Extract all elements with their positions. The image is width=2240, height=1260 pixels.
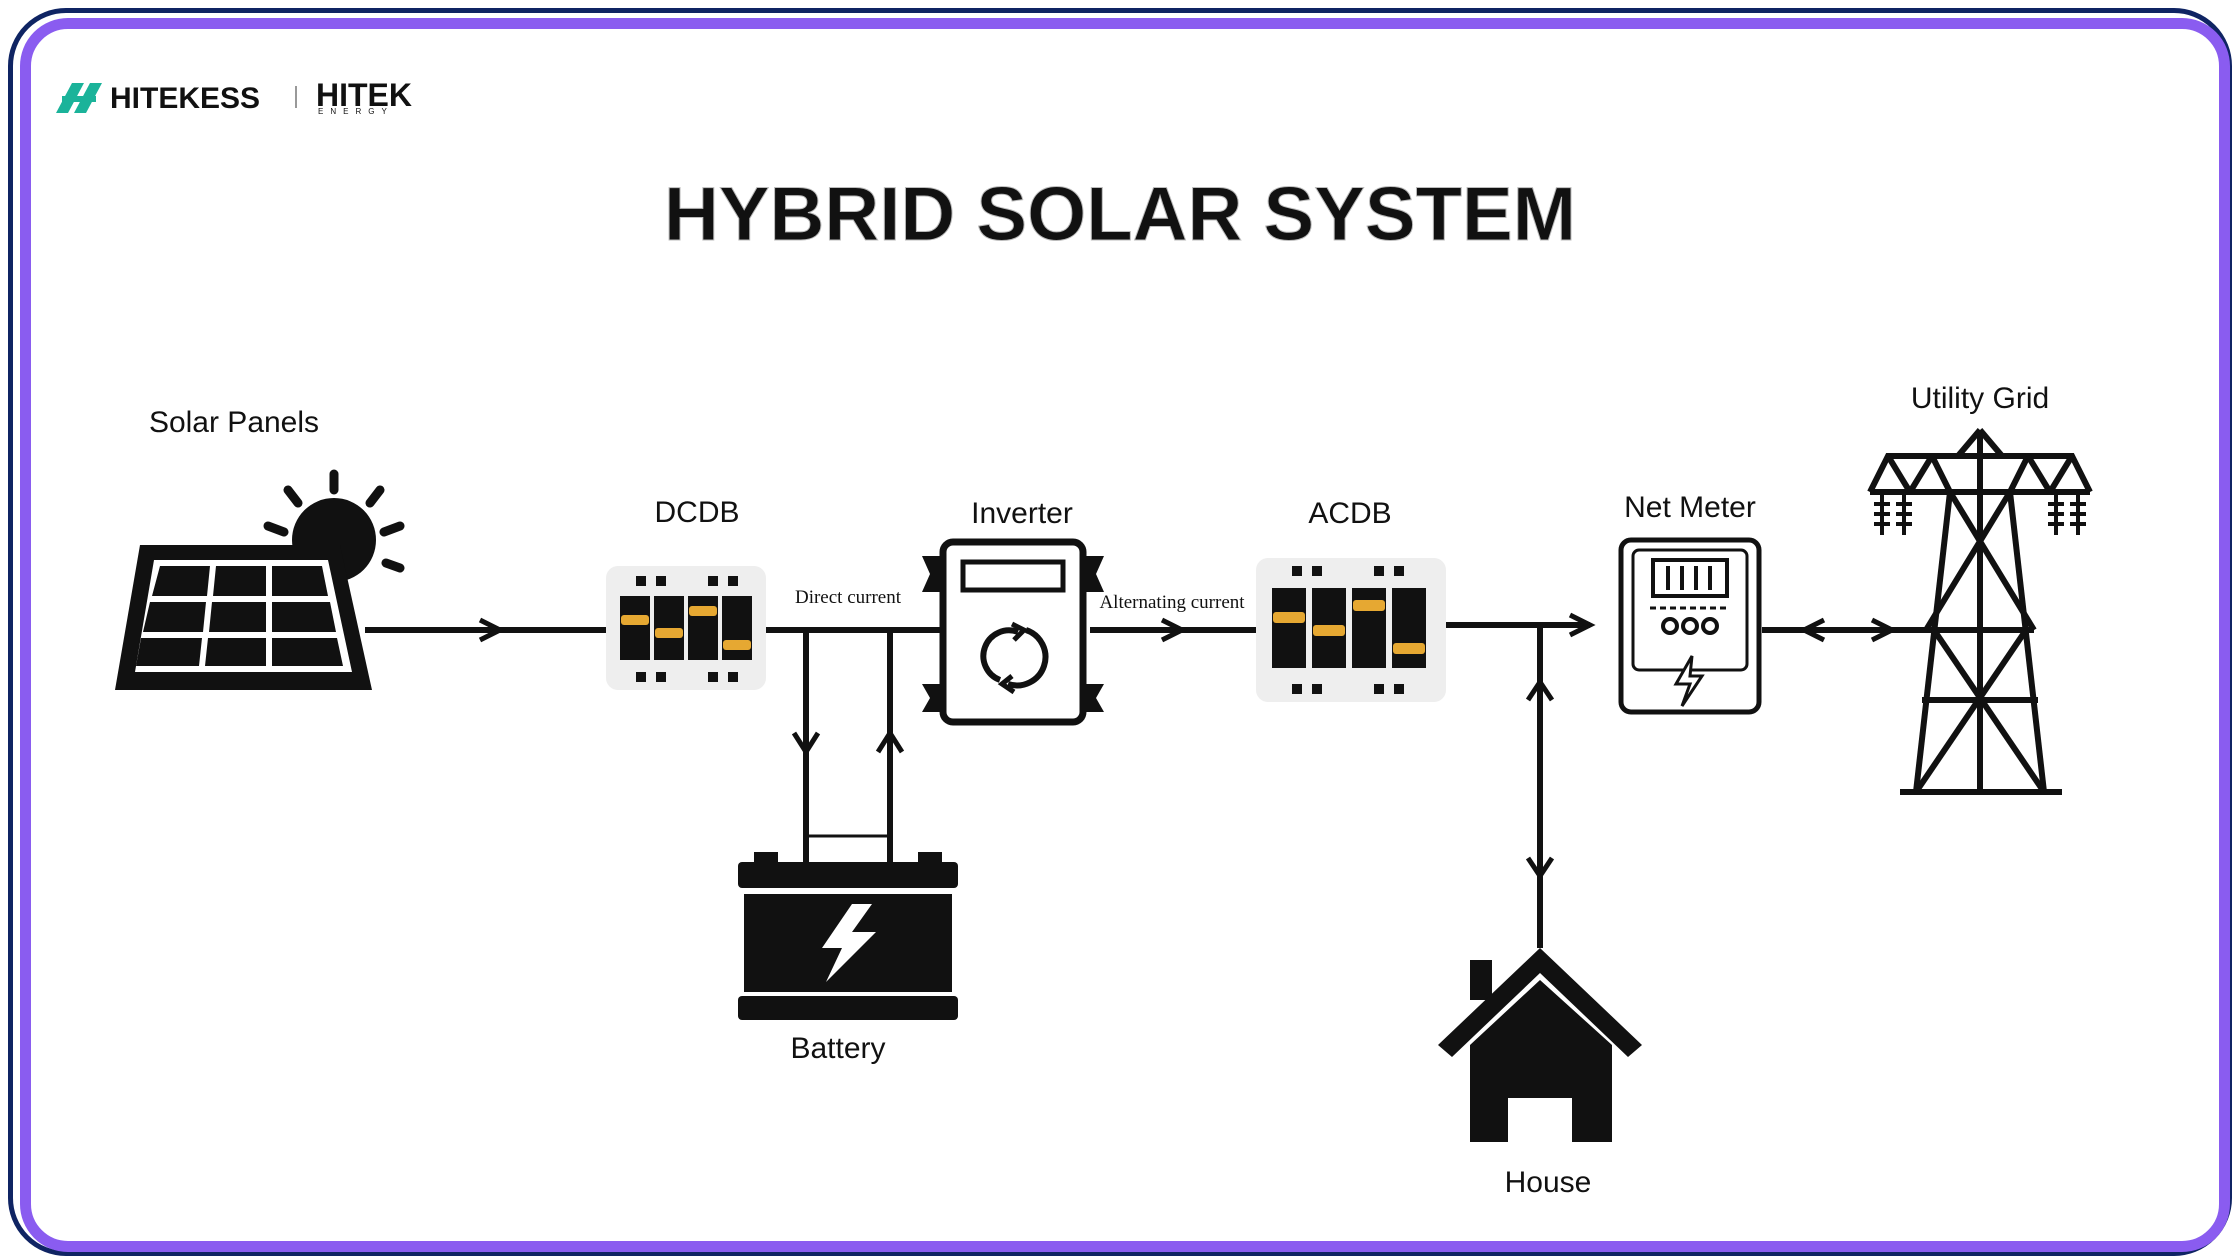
acdb-icon [1256,558,1446,702]
net-meter-label: Net Meter [1624,491,1756,524]
solar-panels-label: Solar Panels [149,406,319,439]
utility-grid-label: Utility Grid [1911,382,2049,415]
inner-frame [20,18,2230,1252]
battery-label: Battery [790,1032,885,1065]
dcdb-label: DCDB [654,496,739,529]
hitek-energy-logo: HITEK ENERGY [316,77,412,116]
inverter-label: Inverter [971,497,1073,530]
net-meter-icon [1618,537,1762,715]
logo-secondary-text: HITEK [316,77,412,113]
hitekess-logo: HITEKESS [56,82,260,115]
connections [365,612,1940,948]
logo-secondary-subtext: ENERGY [318,107,394,116]
logo-primary-text: HITEKESS [110,82,260,115]
acdb-label: ACDB [1308,497,1391,530]
battery-icon [738,852,958,1020]
lightning-icon [1673,655,1705,707]
refresh-icon [980,621,1049,695]
solar-panel-icon [115,469,405,690]
alternating-current-label: Alternating current [1099,592,1245,613]
house-label: House [1505,1166,1592,1199]
diagram-title: HYBRID SOLAR SYSTEM [664,172,1576,257]
dcdb-icon [606,566,766,690]
direct-current-label: Direct current [795,587,902,608]
lightning-bolt-icon [822,904,876,982]
house-icon [1438,948,1642,1142]
inverter-icon [922,538,1104,726]
transmission-tower-icon [1867,428,2093,795]
